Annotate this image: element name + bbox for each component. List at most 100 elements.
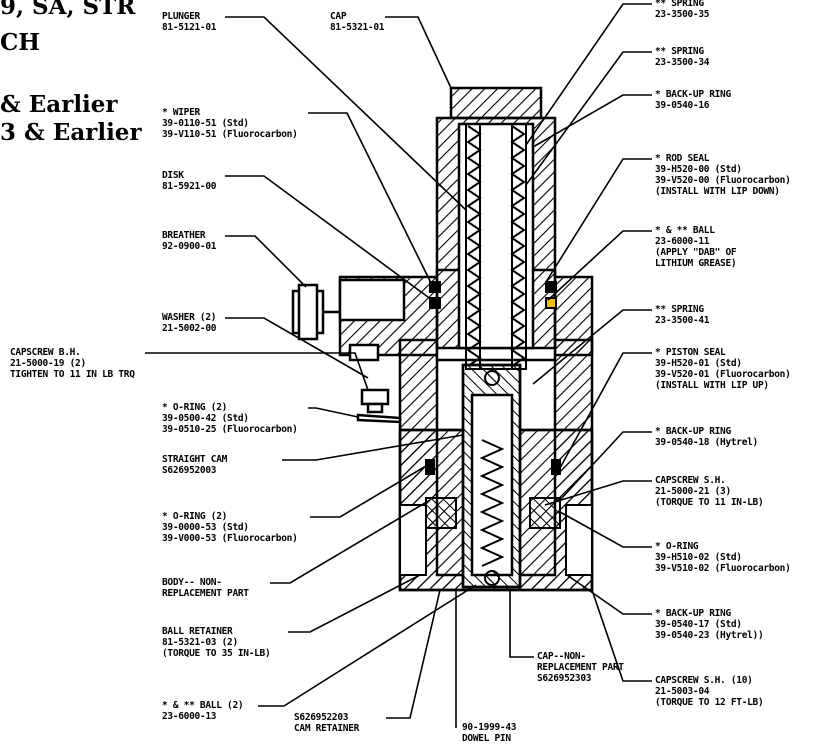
callout-line: * BACK-UP RING [655,89,731,100]
leader-lines [145,3,652,728]
callout-line: LITHIUM GREASE) [655,258,737,269]
callout-line: BREATHER [162,230,206,241]
callout-line: * BACK-UP RING [655,608,731,619]
callout-line: (INSTALL WITH LIP DOWN) [655,186,780,197]
breather-part [291,283,340,341]
callout-line: 39-V510-02 (Fluorocarbon) [655,563,791,574]
callout-line: STRAIGHT CAM [162,454,228,465]
callout-line: 39-0000-53 (Std) [162,522,249,533]
callout-line: CAP [330,11,347,22]
callout-line: (APPLY "DAB" OF [655,247,737,258]
callout-line: CAP--NON- [537,651,586,662]
title-line-3: & Earlier [0,91,118,118]
callout-line: 81-5321-01 [330,22,385,33]
callout-capscrew-sh-3: CAPSCREW S.H.21-5000-21 (3)(TORQUE TO 11… [655,475,764,508]
callout-line: * & ** BALL (2) [162,700,244,711]
callout-capscrew-bh: CAPSCREW B.H.21-5000-19 (2)TIGHTEN TO 11… [10,347,135,380]
callout-line: BALL RETAINER [162,626,233,637]
callout-line: 23-3500-35 [655,9,710,20]
callout-line: * PISTON SEAL [655,347,726,358]
callout-body: BODY-- NON-REPLACEMENT PART [162,577,249,599]
callout-line: 90-1999-43 [462,722,517,733]
callout-line: * WIPER [162,107,200,118]
callout-line: REPLACEMENT PART [537,662,624,673]
callout-line: 39-0540-23 (Hytrel)) [655,630,764,641]
callout-line: DISK [162,170,184,181]
callout-line: S626952303 [537,673,592,684]
callout-line: 39-V520-00 (Fluorocarbon) [655,175,791,186]
callout-line: REPLACEMENT PART [162,588,249,599]
callout-line: 23-6000-11 [655,236,710,247]
callout-line: TIGHTEN TO 11 IN LB TRQ [10,369,135,380]
callout-line: 21-5000-21 (3) [655,486,731,497]
callout-line: CAPSCREW S.H. [655,475,726,486]
callout-line: * O-RING (2) [162,511,228,522]
callout-oring-42: * O-RING (2)39-0500-42 (Std)39-0510-25 (… [162,402,298,435]
callout-line: * O-RING (2) [162,402,228,413]
callout-line: 39-0500-42 (Std) [162,413,249,424]
callout-line: ** SPRING [655,304,704,315]
capscrew-bh-part [356,388,402,424]
callout-line: * BACK-UP RING [655,426,731,437]
callout-line: 23-6000-13 [162,711,217,722]
callout-line: PLUNGER [162,11,200,22]
callout-line: 39-V520-01 (Fluorocarbon) [655,369,791,380]
callout-line: 81-5921-00 [162,181,217,192]
callout-line: (TORQUE TO 11 IN-LB) [655,497,764,508]
callout-line: (TORQUE TO 12 FT-LB) [655,697,764,708]
callout-line: S626952203 [294,712,349,723]
callout-line: 23-3500-41 [655,315,710,326]
callout-line: 23-3500-34 [655,57,710,68]
callout-line: CAPSCREW S.H. (10) [655,675,753,686]
callout-line: * ROD SEAL [655,153,710,164]
callout-washer: WASHER (2)21-5002-00 [162,312,217,334]
callout-line: BODY-- NON- [162,577,222,588]
callout-line: DOWEL PIN [462,733,511,744]
callout-capscrew-sh-10: CAPSCREW S.H. (10)21-5003-04(TORQUE TO 1… [655,675,764,708]
callout-line: 39-0510-25 (Fluorocarbon) [162,424,298,435]
callout-line: S626952003 [162,465,217,476]
callout-line: 21-5000-19 (2) [10,358,86,369]
callout-line: 39-0540-16 [655,100,710,111]
callout-line: 39-V110-51 (Fluorocarbon) [162,129,298,140]
callout-line: 39-H520-01 (Std) [655,358,742,369]
callout-line: 81-5321-03 (2) [162,637,238,648]
callout-line: WASHER (2) [162,312,217,323]
callout-line: * & ** BALL [655,225,715,236]
seal-details [399,281,593,586]
spring-stack [465,123,527,567]
callout-line: 92-0900-01 [162,241,217,252]
cap-section [435,86,557,350]
callout-line: 39-H510-02 (Std) [655,552,742,563]
callout-line: 21-5003-04 [655,686,710,697]
callout-line: * O-RING [655,541,699,552]
callout-line: (TORQUE TO 35 IN-LB) [162,648,271,659]
title-line-4: 3 & Earlier [0,119,142,146]
callout-line: CAM RETAINER [294,723,360,734]
title-line-1: 9, SA, STR [0,0,136,20]
title-line-2: CH [0,29,41,56]
callout-line: 39-0540-17 (Std) [655,619,742,630]
callout-line: 39-0540-18 (Hytrel) [655,437,758,448]
